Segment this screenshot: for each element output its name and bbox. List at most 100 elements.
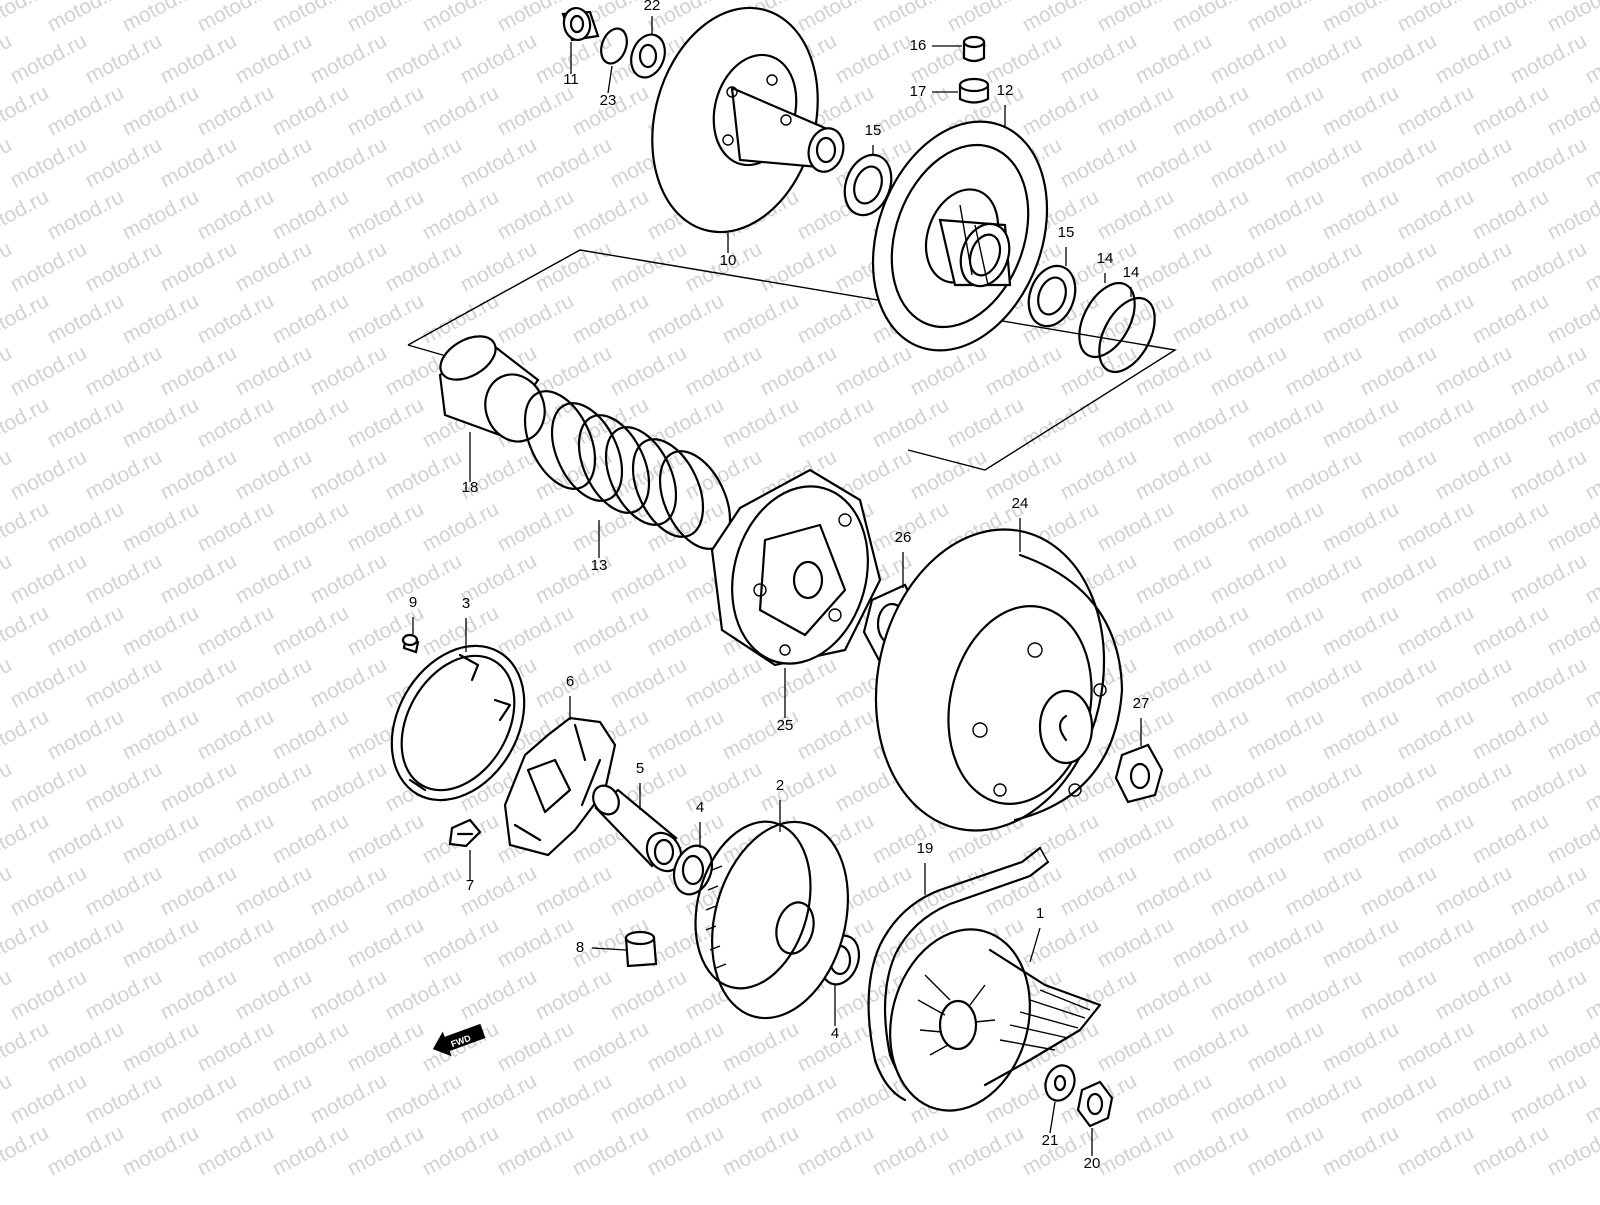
watermark-text: motod.ru: [1057, 861, 1141, 920]
callout-p11: 11: [563, 71, 579, 88]
watermark-text: motod.ru: [1169, 705, 1253, 764]
watermark-text: motod.ru: [1394, 0, 1478, 36]
callout-p23: 23: [600, 92, 617, 109]
watermark-text: motod.ru: [0, 913, 53, 972]
watermark-text: motod.ru: [982, 29, 1066, 88]
watermark-text: motod.ru: [1394, 289, 1478, 348]
watermark-text: motod.ru: [157, 445, 241, 504]
watermark-text: motod.ru: [1207, 653, 1291, 712]
watermark-text: motod.ru: [307, 757, 391, 816]
watermark-text: motod.ru: [269, 1017, 353, 1076]
watermark-text: motod.ru: [307, 653, 391, 712]
watermark-text: motod.ru: [1432, 341, 1516, 400]
watermark-text: motod.ru: [1207, 29, 1291, 88]
watermark-text: motod.ru: [157, 1069, 241, 1128]
watermark-text: motod.ru: [44, 289, 128, 348]
watermark-text: motod.ru: [1507, 653, 1591, 712]
watermark-text: motod.ru: [1244, 81, 1328, 140]
watermark-text: motod.ru: [1132, 1069, 1216, 1128]
watermark-text: motod.ru: [569, 289, 653, 348]
watermark-text: motod.ru: [44, 601, 128, 660]
watermark-text: motod.ru: [7, 653, 91, 712]
part-14-o-ring-outer: [1078, 281, 1136, 359]
watermark-text: motod.ru: [82, 653, 166, 712]
watermark-text: motod.ru: [1432, 757, 1516, 816]
watermark-text: motod.ru: [1507, 1069, 1591, 1128]
watermark-text: motod.ru: [1282, 237, 1366, 296]
watermark-text: motod.ru: [1169, 1121, 1253, 1180]
leader-line: [607, 65, 613, 94]
watermark-text: motod.ru: [1094, 1121, 1178, 1180]
watermark-text: motod.ru: [157, 341, 241, 400]
watermark-text: motod.ru: [269, 809, 353, 868]
watermark-text: motod.ru: [82, 237, 166, 296]
watermark-text: motod.ru: [1469, 1121, 1553, 1180]
watermark-text: motod.ru: [494, 1017, 578, 1076]
watermark-text: motod.ru: [1244, 289, 1328, 348]
watermark-text: motod.ru: [682, 1069, 766, 1128]
watermark-text: motod.ru: [1282, 861, 1366, 920]
watermark-text: motod.ru: [82, 861, 166, 920]
watermark-text: motod.ru: [1019, 0, 1103, 36]
part-20-nut: [1076, 1080, 1114, 1128]
watermark-text: motod.ru: [307, 341, 391, 400]
watermark-text: motod.ru: [1319, 809, 1403, 868]
watermark-text: motod.ru: [194, 705, 278, 764]
callout-p12: 12: [997, 82, 1014, 99]
watermark-text: motod.ru: [0, 497, 53, 556]
watermark-text: motod.ru: [1169, 185, 1253, 244]
watermark-text: motod.ru: [682, 653, 766, 712]
watermark-text: motod.ru: [1282, 653, 1366, 712]
watermark-text: motod.ru: [1507, 965, 1591, 1024]
watermark-text: motod.ru: [1207, 861, 1291, 920]
watermark-text: motod.ru: [719, 1121, 803, 1180]
watermark-text: motod.ru: [1282, 1069, 1366, 1128]
leader-line: [591, 947, 627, 951]
watermark-text: motod.ru: [44, 1121, 128, 1180]
watermark-text: motod.ru: [232, 653, 316, 712]
watermark-text: motod.ru: [1132, 861, 1216, 920]
callout-p7: 7: [466, 877, 474, 894]
watermark-text: motod.ru: [1282, 445, 1366, 504]
watermark-text: motod.ru: [532, 965, 616, 1024]
watermark-text: motod.ru: [944, 0, 1028, 36]
watermark-text: motod.ru: [1244, 0, 1328, 36]
watermark-text: motod.ru: [944, 1121, 1028, 1180]
watermark-text: motod.ru: [1132, 549, 1216, 608]
watermark-text: motod.ru: [419, 81, 503, 140]
watermark-text: motod.ru: [344, 809, 428, 868]
watermark-text: motod.ru: [382, 445, 466, 504]
watermark-text: motod.ru: [1394, 1121, 1478, 1180]
watermark-text: motod.ru: [1207, 965, 1291, 1024]
watermark-text: motod.ru: [1169, 809, 1253, 868]
watermark-text: motod.ru: [382, 965, 466, 1024]
callout-p22: 22: [644, 0, 661, 14]
watermark-text: motod.ru: [419, 497, 503, 556]
watermark-text: motod.ru: [157, 133, 241, 192]
watermark-text: motod.ru: [494, 81, 578, 140]
watermark-text: motod.ru: [44, 913, 128, 972]
watermark-text: motod.ru: [1057, 445, 1141, 504]
watermark-text: motod.ru: [1544, 0, 1600, 36]
watermark-text: motod.ru: [1432, 29, 1516, 88]
callout-p1: 1: [1036, 905, 1044, 922]
watermark-text: motod.ru: [307, 237, 391, 296]
watermark-text: motod.ru: [1319, 185, 1403, 244]
watermark-text: motod.ru: [1319, 393, 1403, 452]
part-5-spacer: [592, 784, 683, 873]
watermark-text: motod.ru: [44, 185, 128, 244]
watermark-text: motod.ru: [1469, 705, 1553, 764]
part-10-driven-fixed-face: [651, 6, 845, 234]
watermark-text: motod.ru: [157, 965, 241, 1024]
watermark-text: motod.ru: [1394, 393, 1478, 452]
part-1-fan-drive-face: [889, 928, 1102, 1112]
watermark-text: motod.ru: [1544, 185, 1600, 244]
watermark-text: motod.ru: [157, 549, 241, 608]
watermark-text: motod.ru: [1357, 445, 1441, 504]
watermark-text: motod.ru: [269, 81, 353, 140]
part-3-ramp-plate: [390, 644, 526, 802]
callout-p27: 27: [1133, 695, 1150, 712]
watermark-text: motod.ru: [344, 1017, 428, 1076]
watermark-text: motod.ru: [194, 81, 278, 140]
